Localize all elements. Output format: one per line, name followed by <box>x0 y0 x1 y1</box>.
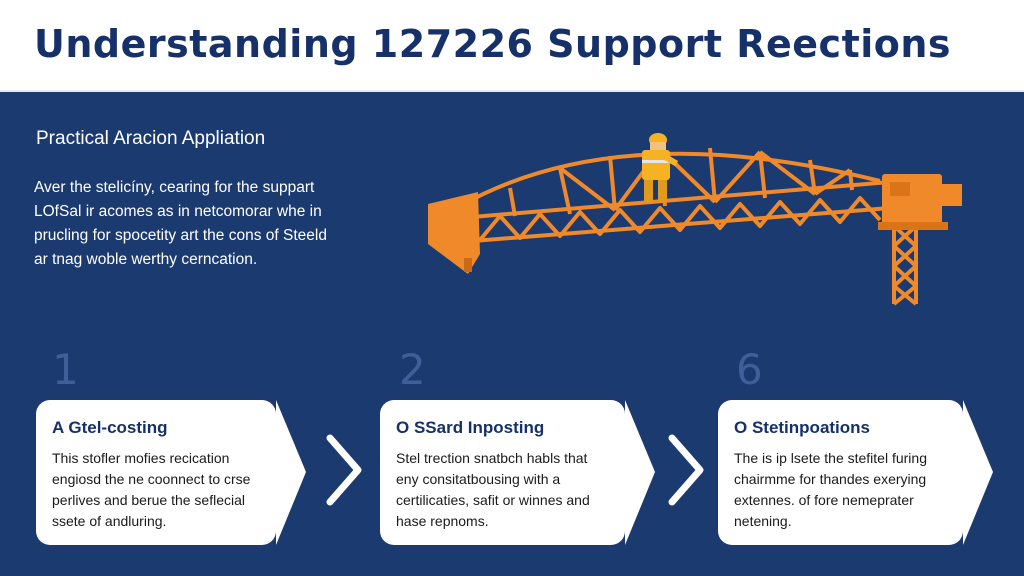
step-card-line: This stofler mofies recication <box>52 450 230 466</box>
intro-line: ar tnag woble werthy cerncation. <box>34 251 258 268</box>
step-card-line: eny consitatbousing with a <box>396 471 561 487</box>
section-subtitle: Practical Aracion Appliation <box>36 128 266 149</box>
step-card-line: hase repnoms. <box>396 513 489 529</box>
step-card-1: A Gtel-costing This stofler mofies recic… <box>36 400 306 545</box>
crane-illustration <box>428 133 962 306</box>
page-title: Understanding 127226 Support Reections <box>34 22 952 66</box>
intro-paragraph: Aver the stelicíny, cearing for the supp… <box>34 176 394 272</box>
chevron-right-icon <box>326 434 362 506</box>
step-card-title: O SSard Inposting <box>396 418 545 437</box>
header: Understanding 127226 Support Reections <box>0 0 1024 92</box>
step-card-line: ssete of andluring. <box>52 513 167 529</box>
step-card-line: engiosd the ne coonnect to crse <box>52 471 251 487</box>
worker-figure <box>642 133 679 202</box>
intro-line: prucling for spocetity art the cons of S… <box>34 227 327 244</box>
intro-line: Aver the stelicíny, cearing for the supp… <box>34 179 315 196</box>
step-card-title: O Stetinpoations <box>734 418 870 437</box>
step-number-1: 1 <box>52 345 79 394</box>
chevron-right-icon <box>668 434 704 506</box>
step-card-body: This stofler mofies recication engiosd t… <box>52 448 250 532</box>
step-card-line: perlives and berue the seflecial <box>52 492 246 508</box>
intro-line: LOfSal ir acomes as in netcomorar whe in <box>34 203 322 220</box>
step-card-3: O Stetinpoations The is ip lsete the ste… <box>718 400 993 545</box>
step-card-body: Stel trection snatbch habls that eny con… <box>396 448 590 532</box>
step-card-2: O SSard Inposting Stel trection snatbch … <box>380 400 655 545</box>
step-card-title: A Gtel-costing <box>52 418 168 437</box>
step-card-line: chairmme for thandes exerying <box>734 471 927 487</box>
step-number-3: 6 <box>736 345 763 394</box>
step-card-line: extennes. of fore nemeprater <box>734 492 914 508</box>
step-card-line: netening. <box>734 513 792 529</box>
step-card-line: The is ip lsete the stefitel furing <box>734 450 927 466</box>
step-card-line: certilicaties, safit or winnes and <box>396 492 590 508</box>
step-number-2: 2 <box>399 345 426 394</box>
step-card-body: The is ip lsete the stefitel furing chai… <box>734 448 927 532</box>
step-card-line: Stel trection snatbch habls that <box>396 450 588 466</box>
